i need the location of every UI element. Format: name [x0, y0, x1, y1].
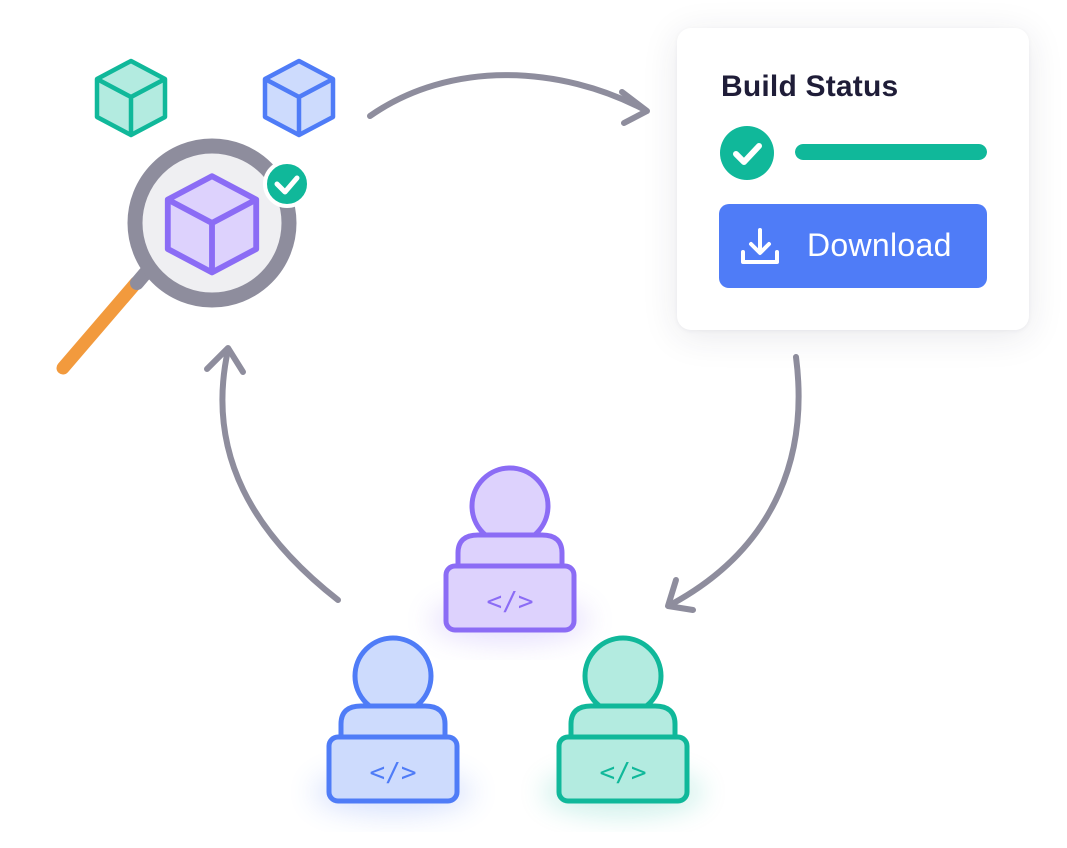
arrow-to-inspection	[219, 347, 341, 603]
developer-blue: </>	[313, 635, 473, 814]
build-status-card: Build Status Download	[677, 28, 1029, 330]
build-status-row	[720, 126, 990, 182]
download-button[interactable]: Download	[719, 204, 987, 288]
arrowhead-to-build-status	[619, 89, 650, 126]
build-status-title: Build Status	[721, 70, 899, 103]
arrowhead-to-developers	[665, 577, 696, 613]
arrow-to-developers	[669, 354, 802, 607]
download-button-label: Download	[807, 227, 952, 263]
package-teal-icon	[97, 61, 165, 135]
build-progress-bar	[795, 144, 987, 160]
magnifier-icon	[56, 138, 297, 375]
arrowhead-to-inspection	[204, 345, 246, 375]
package-blue-icon	[265, 61, 333, 135]
download-icon	[741, 228, 779, 264]
check-icon	[720, 126, 774, 180]
arrow-to-build-status	[367, 72, 648, 119]
cycle-arrows	[204, 72, 802, 613]
code-icon: </>	[600, 758, 647, 788]
code-icon: </>	[487, 587, 534, 617]
developer-purple: </>	[430, 465, 590, 642]
build-progress-fill	[795, 144, 987, 160]
developer-teal: </>	[543, 635, 703, 814]
code-icon: </>	[370, 758, 417, 788]
verified-check-icon	[263, 160, 311, 208]
package-inspected-icon	[168, 176, 256, 272]
